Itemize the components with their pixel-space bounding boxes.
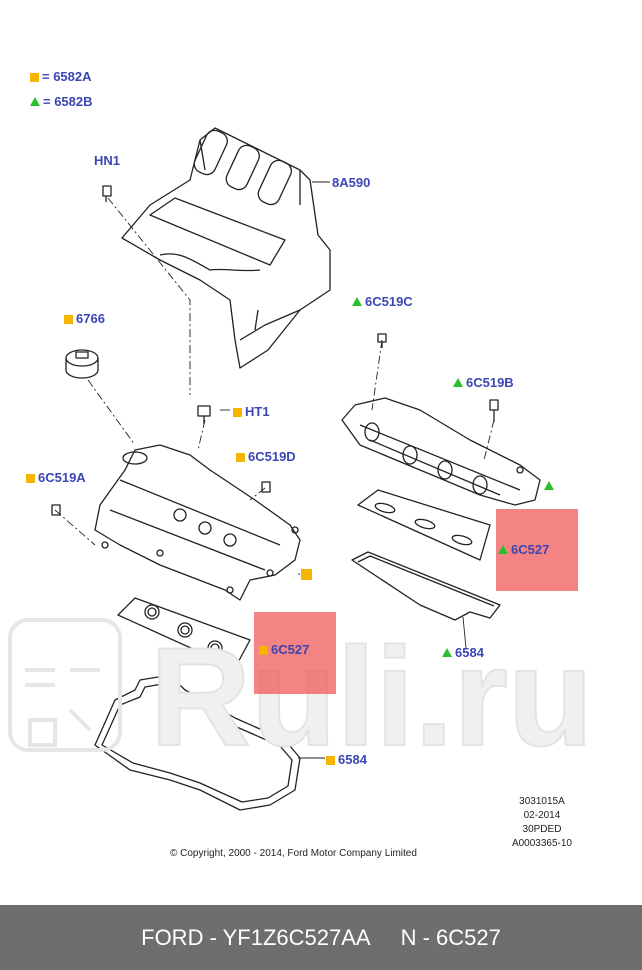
yellow-square-marker-icon: [26, 474, 35, 483]
spark-plug-gasket-left-drawing: [117, 597, 251, 669]
part-label-6c527-right[interactable]: 6C527: [498, 543, 549, 557]
reference-block: 3031015A 02-2014 30PDED A0003365-10: [512, 795, 572, 851]
reference-line-3: 30PDED: [522, 824, 562, 835]
green-triangle-marker-icon: [544, 481, 554, 490]
yellow-square-marker-icon: [326, 756, 335, 765]
part-label-6584-left[interactable]: 6584: [326, 753, 367, 767]
engine-cover-8a590-drawing: [121, 127, 331, 369]
part-label-ht1[interactable]: HT1: [233, 405, 270, 419]
reference-line-2: 02-2014: [523, 810, 561, 821]
legend-square-label: = 6582A: [42, 69, 92, 84]
oil-cap-6766-drawing: [65, 349, 99, 379]
reference-line-4: A0003365-10: [511, 838, 572, 849]
valve-cover-gasket-left-drawing: [94, 674, 301, 811]
part-label-hn1[interactable]: HN1: [94, 153, 121, 168]
part-label-6c519b-text: 6C519B: [466, 375, 514, 390]
legend-square: = 6582A: [30, 70, 92, 84]
green-triangle-marker-icon: [442, 648, 452, 657]
footer-part-number: FORD - YF1Z6C527AA: [141, 924, 371, 950]
marker-triangle-right-cover: [544, 479, 557, 493]
part-label-6c527-left[interactable]: 6C527: [259, 643, 309, 657]
legend-triangle-label: = 6582B: [43, 94, 93, 109]
bolt-6c519c-drawing: [377, 333, 387, 348]
part-label-6c527-right-text: 6C527: [511, 542, 550, 557]
part-label-6c519d-text: 6C519D: [248, 449, 296, 464]
part-label-6c519b[interactable]: 6C519B: [453, 376, 514, 390]
part-label-6c519c-text: 6C519C: [365, 294, 413, 309]
part-label-6c519a[interactable]: 6C519A: [26, 471, 86, 485]
yellow-square-marker-icon: [236, 453, 245, 462]
part-label-6766[interactable]: 6766: [64, 312, 105, 326]
bolt-hn1-drawing: [102, 185, 112, 202]
reference-line-1: 3031015A: [519, 796, 565, 807]
yellow-square-marker-icon: [30, 73, 39, 82]
engine-cover-parts-diagram: [51, 127, 541, 811]
green-triangle-marker-icon: [30, 97, 40, 106]
valve-cover-left-drawing: [94, 444, 301, 601]
green-triangle-marker-icon: [453, 378, 463, 387]
part-label-6584-right[interactable]: 6584: [442, 646, 484, 660]
part-label-6c519c[interactable]: 6C519C: [352, 295, 413, 309]
part-label-6584-left-text: 6584: [338, 752, 367, 767]
yellow-square-marker-icon: [64, 315, 73, 324]
part-label-6c519d[interactable]: 6C519D: [236, 450, 296, 464]
bolt-6c519a-drawing: [51, 504, 61, 516]
marker-square-left-cover: [301, 568, 315, 582]
footer-bar: FORD - YF1Z6C527AA N - 6C527: [0, 905, 642, 970]
part-label-6766-text: 6766: [76, 311, 105, 326]
part-label-ht1-text: HT1: [245, 404, 270, 419]
valve-cover-right-drawing: [341, 397, 541, 506]
part-label-8a590[interactable]: 8A590: [332, 175, 371, 190]
highlight-6c527-right: [496, 509, 578, 591]
yellow-square-marker-icon: [259, 646, 268, 655]
legend-triangle: = 6582B: [30, 95, 93, 109]
valve-cover-gasket-right-drawing: [351, 551, 501, 621]
part-label-6c527-left-text: 6C527: [271, 642, 310, 657]
yellow-square-marker-icon: [301, 569, 312, 580]
green-triangle-marker-icon: [498, 545, 508, 554]
spark-plug-gasket-right-drawing: [357, 489, 491, 561]
bolt-6c519b-drawing: [489, 399, 499, 422]
leader-lines: [54, 197, 495, 546]
green-triangle-marker-icon: [352, 297, 362, 306]
yellow-square-marker-icon: [233, 408, 242, 417]
copyright-text: © Copyright, 2000 - 2014, Ford Motor Com…: [170, 848, 417, 859]
bolt-6c519d-drawing: [261, 481, 271, 493]
part-label-6584-right-text: 6584: [455, 645, 484, 660]
bolt-ht1-drawing: [197, 405, 211, 424]
footer-part-code: N - 6C527: [400, 924, 501, 950]
part-label-6c519a-text: 6C519A: [38, 470, 86, 485]
